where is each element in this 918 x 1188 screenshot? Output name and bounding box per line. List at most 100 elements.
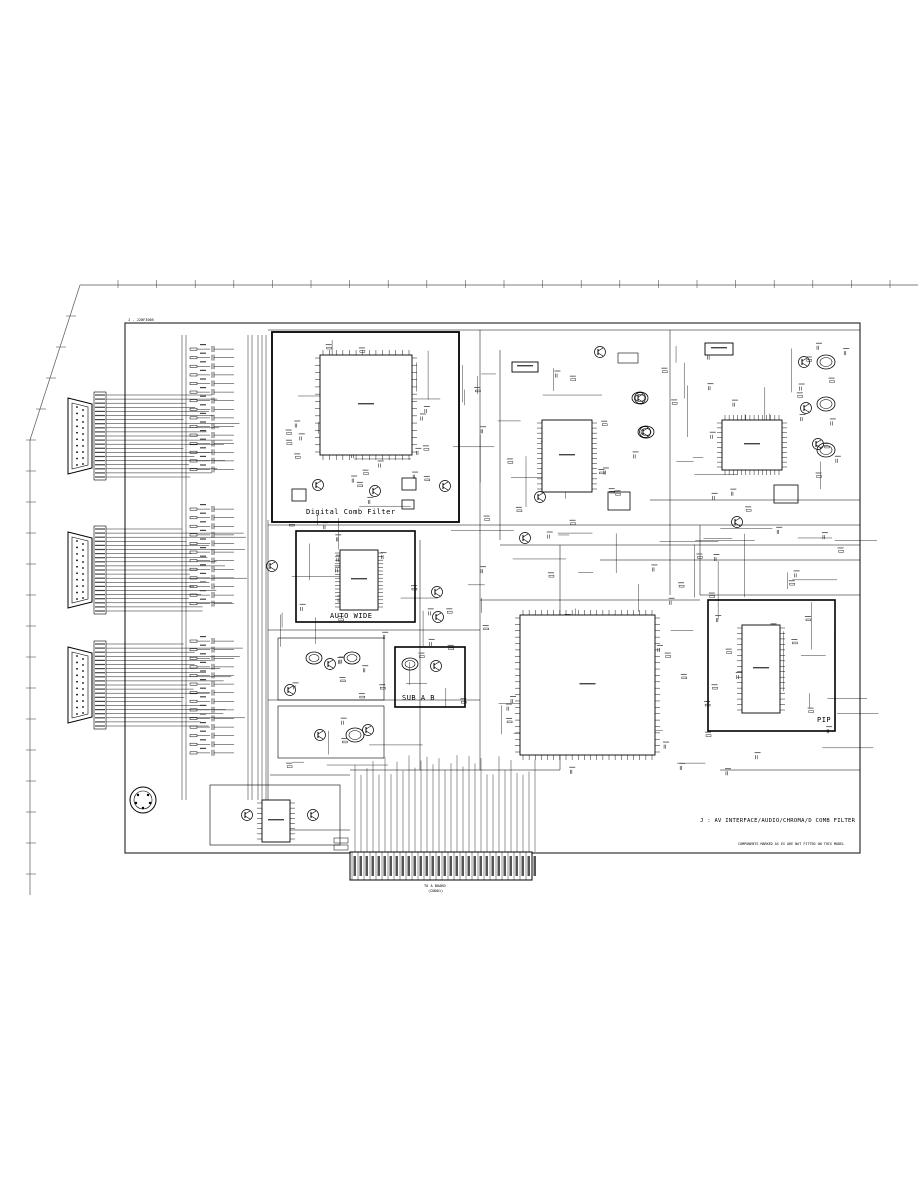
transistor-collector (815, 439, 822, 444)
scart-pin (76, 438, 78, 441)
header-pin-label (395, 856, 398, 876)
part-label (419, 413, 426, 415)
transistor-emitter (433, 666, 440, 671)
coil-core (640, 428, 652, 436)
transistor-emitter (327, 664, 334, 669)
part-label (447, 644, 454, 646)
part-label (200, 730, 206, 732)
header-pin-label (413, 856, 416, 876)
resistor (829, 380, 835, 383)
transistor-emitter (244, 815, 251, 820)
scart-shell (67, 531, 93, 609)
transistor-emitter (537, 497, 544, 502)
part-label (200, 679, 206, 681)
resistor (570, 378, 577, 381)
resistor (340, 679, 346, 682)
ic-label (268, 819, 284, 821)
part-label (598, 469, 605, 470)
resistor (189, 717, 198, 720)
resistor (189, 507, 198, 511)
scart-pin (82, 439, 84, 441)
transistor-emitter (522, 538, 529, 543)
part-label (200, 538, 206, 540)
din-pin (134, 801, 138, 805)
part-label (678, 582, 685, 584)
part-label (285, 429, 292, 431)
scart-pin (76, 700, 78, 703)
scart-pin (82, 712, 84, 714)
ic-label (744, 443, 760, 445)
sub-block (209, 784, 341, 846)
header-pin-label (461, 856, 464, 876)
scart-pin (76, 425, 78, 428)
sheet-note: COMPONENTS MARKED AS EX ARE NOT FITTED O… (738, 842, 845, 846)
transistor-collector (537, 492, 544, 497)
part-label (661, 367, 668, 369)
part-label (479, 566, 486, 568)
part-label (724, 768, 731, 770)
resistor (189, 450, 198, 454)
transistor-collector (801, 357, 808, 362)
resistor (189, 433, 198, 437)
ic-label (358, 403, 374, 405)
transistor (798, 356, 810, 368)
scart-pin (76, 674, 78, 677)
resistor (838, 550, 844, 553)
small-connector (291, 488, 307, 502)
header-pin-label (419, 856, 422, 876)
coil-core (634, 394, 646, 402)
pin-label (95, 540, 105, 542)
wiring (106, 329, 879, 852)
comb-filter-ic (319, 354, 413, 456)
resistor (189, 708, 198, 712)
part-label (410, 585, 417, 587)
pin-label (95, 585, 105, 587)
part-label (423, 475, 430, 477)
scart-pin (82, 421, 84, 423)
comb-filter-label: Digital Comb Filter (306, 508, 396, 516)
pin-label (95, 435, 105, 437)
resistor (448, 647, 454, 650)
part-label (446, 608, 453, 610)
part-label (711, 492, 718, 494)
pin-label (95, 676, 105, 678)
transistor (534, 491, 546, 503)
part-label (601, 420, 608, 422)
transistor-collector (434, 587, 441, 592)
resistor (189, 699, 198, 703)
pin-label (95, 476, 105, 478)
resistor (447, 611, 453, 614)
transistor (634, 392, 646, 404)
part-label (200, 387, 206, 389)
header-pin-label (533, 856, 536, 876)
part-label (735, 672, 742, 673)
part-label (294, 420, 301, 422)
part-label (798, 383, 805, 385)
scart-pin (82, 585, 84, 587)
pin-label (95, 455, 105, 458)
pin-label (95, 704, 105, 707)
resistor (189, 725, 198, 729)
part-label (367, 496, 374, 498)
part-label (632, 451, 639, 453)
resistor (189, 567, 198, 571)
coil (345, 727, 365, 743)
resistor (295, 456, 301, 459)
part-label (707, 383, 714, 385)
transistor (362, 724, 374, 736)
coil (305, 651, 323, 665)
pin-label (95, 672, 105, 674)
header-pin-label (509, 856, 512, 876)
sub-ab-label: SUB A B (402, 694, 436, 702)
resistor (189, 347, 198, 351)
resistor (189, 416, 198, 420)
regulator-ic (704, 342, 734, 356)
ic-label (753, 667, 769, 669)
part-label (730, 488, 737, 490)
part-label (325, 344, 332, 346)
scart-pin (82, 567, 84, 569)
scart-pin (76, 565, 78, 568)
part-label (362, 665, 369, 667)
scart-pin (82, 706, 84, 708)
header-pin-label (527, 856, 530, 876)
